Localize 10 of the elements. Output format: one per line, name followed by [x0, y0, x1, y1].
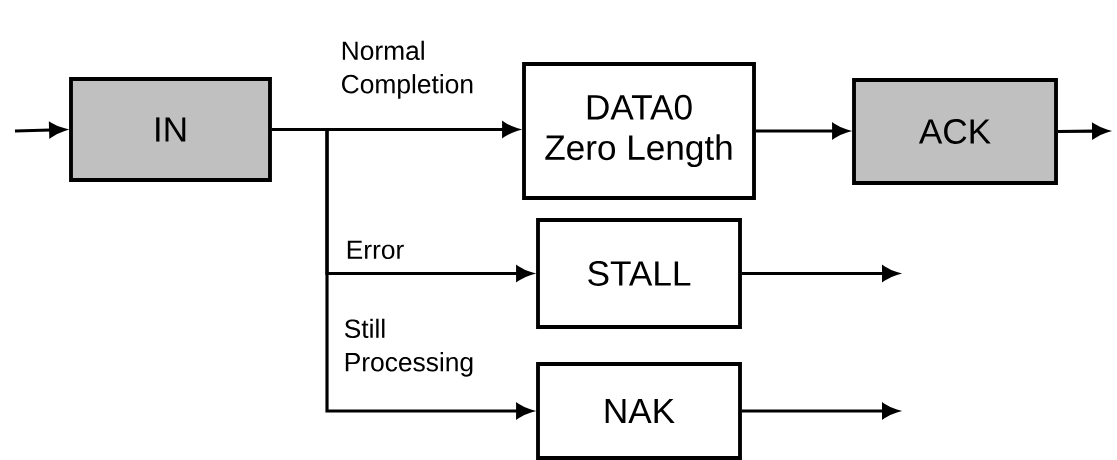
process-box: DATA0 Zero Length — [522, 62, 756, 200]
state-box: IN — [69, 77, 272, 182]
arrow — [755, 123, 849, 139]
process-box: NAK — [536, 362, 742, 460]
process-box: STALL — [536, 218, 742, 329]
arrow — [1057, 123, 1109, 139]
edge-label: Normal Completion — [342, 40, 473, 99]
edge-label: Still Processing — [344, 318, 473, 377]
state-box: ACK — [852, 78, 1058, 185]
arrow — [741, 403, 899, 419]
